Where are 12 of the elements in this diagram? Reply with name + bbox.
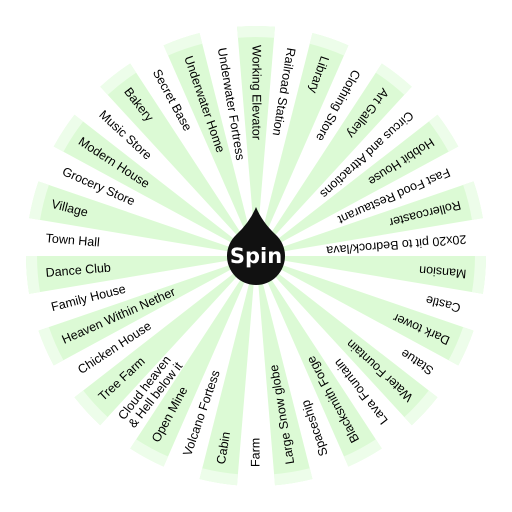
segment-label: Village [50, 198, 90, 220]
segment-label: Dance Club [45, 262, 112, 280]
segment-label: Large Snow globe [268, 364, 298, 466]
segment-label: 20x20 pit to Bedrock/lava [326, 232, 467, 257]
segment-label: Cabin [214, 430, 234, 466]
segment-label: Farm [250, 438, 262, 467]
segment-label: Mansion [418, 263, 467, 280]
spin-button: Spin [227, 207, 285, 285]
segment-label: Working Elevator [250, 45, 262, 140]
segment-label: Library [306, 54, 331, 95]
segment-label: Railroad Station [270, 46, 298, 137]
segment-label: Town Hall [45, 232, 100, 250]
